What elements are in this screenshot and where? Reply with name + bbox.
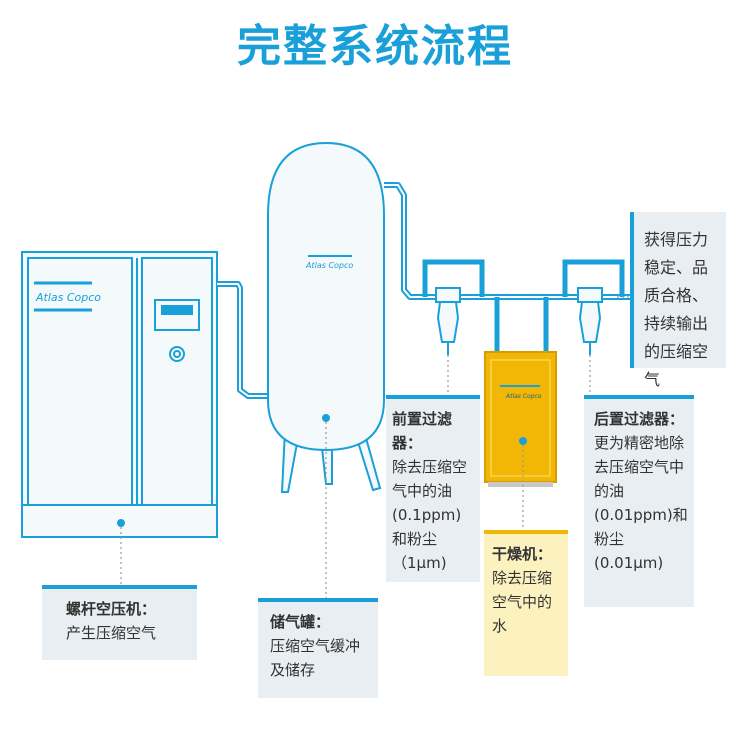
page-title: 完整系统流程 — [237, 21, 513, 72]
tank-logo: Atlas Copco — [305, 261, 353, 270]
compressor-text: 产生压缩空气 — [66, 624, 157, 642]
output-text: 获得压力稳定、品质合格、持续输出的压缩空气 — [644, 230, 709, 389]
bypass-post — [562, 259, 625, 297]
callout-tank: 储气罐： 压缩空气缓冲及储存 — [258, 598, 378, 698]
tank-title: 储气罐： — [270, 613, 331, 631]
pre-filter-title: 前置过滤器： — [392, 410, 453, 452]
compressor-marker — [117, 519, 125, 527]
compressor-title: 螺杆空压机： — [66, 600, 157, 618]
air-tank — [267, 141, 385, 493]
bypass-pre — [422, 259, 485, 297]
dryer — [484, 351, 557, 487]
dryer-marker — [519, 437, 527, 445]
dryer-text: 除去压缩空气中的水 — [492, 569, 553, 635]
pre-filter-text: 除去压缩空气中的油(0.1ppm)和粉尘（1μm) — [392, 458, 468, 572]
callout-dryer: 干燥机： 除去压缩空气中的水 — [484, 530, 568, 676]
dryer-logo: Atlas Copco — [505, 393, 542, 400]
pipe-main — [384, 182, 640, 300]
compressor-logo: Atlas Copco — [35, 291, 101, 304]
callout-post-filter: 后置过滤器： 更为精密地除去压缩空气中的油(0.01ppm)和粉尘(0.01μm… — [584, 395, 694, 607]
post-filter-text: 更为精密地除去压缩空气中的油(0.01ppm)和粉尘(0.01μm) — [594, 434, 688, 572]
pipe-compressor-tank — [217, 281, 268, 399]
dryer-title: 干燥机： — [492, 545, 553, 563]
post-filter-title: 后置过滤器： — [594, 410, 685, 428]
callout-compressor: 螺杆空压机： 产生压缩空气 — [42, 585, 197, 660]
screw-compressor — [21, 251, 218, 538]
post-filter — [577, 287, 603, 355]
tank-marker — [322, 414, 330, 422]
leader-lines — [120, 296, 630, 598]
tank-text: 压缩空气缓冲及储存 — [270, 637, 361, 679]
pipe-dryer — [494, 297, 549, 352]
callout-pre-filter: 前置过滤器： 除去压缩空气中的油(0.1ppm)和粉尘（1μm) — [386, 395, 480, 582]
callout-output: 获得压力稳定、品质合格、持续输出的压缩空气 — [630, 212, 726, 389]
pre-filter — [435, 287, 461, 355]
